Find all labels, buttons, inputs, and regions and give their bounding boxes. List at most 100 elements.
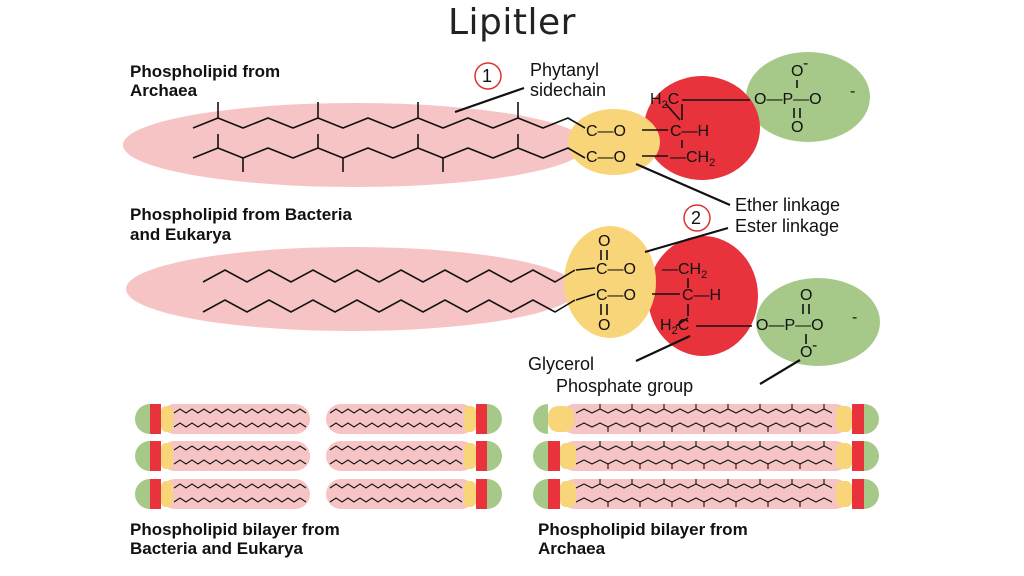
ester-pointer	[644, 226, 729, 254]
bilayer-head-left-linkage	[161, 443, 173, 469]
bilayer-head-right-linkage	[464, 481, 476, 507]
archaea-phosphate-group	[746, 52, 870, 142]
bacteria-phosphate-group	[756, 278, 880, 366]
archaea-tail-region	[123, 103, 587, 187]
bilayer-head-right-linkage	[464, 406, 476, 432]
bilayer-chain	[173, 483, 307, 489]
archaea-glycerol-h2c-top: H2C	[650, 91, 679, 111]
archaea-phospholipid-label-2: Archaea	[130, 81, 198, 100]
ether-pointer	[635, 162, 731, 207]
bacteria-fatty-acid-chain-1	[202, 269, 576, 283]
phytanyl-label-1: Phytanyl	[530, 60, 599, 80]
archaea-bilayer-row-3	[533, 479, 879, 509]
bilayer-head-right-phosphate	[487, 479, 502, 509]
bilayer-head-left-linkage	[161, 481, 173, 507]
bilayer-chain	[329, 459, 463, 465]
bilayer-tail-left	[160, 479, 310, 509]
archaea-glycerol-c-mid: C—H	[670, 123, 709, 140]
marker-1-circle	[474, 62, 502, 90]
bilayer-chain	[329, 497, 463, 503]
bilayer-bacteria-label-1: Phospholipid bilayer from	[130, 520, 340, 539]
bacteria-phosphate-o-p-o: O—P—O	[756, 317, 824, 334]
archaea-bilayer-branches	[599, 404, 825, 432]
archaea-methyl-branches-2	[217, 134, 519, 172]
bilayer-chain	[173, 497, 307, 503]
archaea-bilayer-tail	[560, 441, 850, 471]
archaea-phosphate-o-right-charge: -	[850, 83, 855, 100]
ester-linkage-label: Ester linkage	[735, 216, 839, 236]
bacteria-phosphate-o-bottom: O	[800, 344, 812, 361]
archaea-bilayer-branches	[599, 479, 825, 507]
archaea-bilayer-tail	[560, 479, 850, 509]
bacteria-phospholipid-label-1: Phospholipid from Bacteria	[130, 205, 353, 224]
glycerol-pointer	[635, 335, 691, 362]
bacteria-phospholipid-label-2: and Eukarya	[130, 225, 232, 244]
bilayer-head-left-phosphate	[135, 479, 150, 509]
bacteria-ester-c-o-top: C—O	[596, 261, 636, 278]
bilayer-chain	[329, 422, 463, 428]
archaea-bilayer-head-left-phosphate	[533, 404, 548, 434]
phytanyl-label-2: sidechain	[530, 80, 606, 100]
bilayer-tail-right	[326, 479, 476, 509]
bacteria-bilayer-row-2	[135, 441, 502, 471]
archaea-bilayer-row-2	[533, 441, 879, 471]
archaea-bilayer-head-left-linkage	[560, 481, 576, 507]
archaea-phosphate-o-bottom: O	[791, 119, 803, 136]
bilayer-head-right-linkage	[464, 443, 476, 469]
archaea-bilayer-row-1	[533, 404, 879, 434]
archaea-glycerol-ch2-bottom: —CH2	[670, 149, 715, 169]
archaea-phytanyl-chain-2	[192, 147, 586, 159]
bilayer-archaea-label-1: Phospholipid bilayer from	[538, 520, 748, 539]
archaea-bilayer-head-right-glycerol	[852, 479, 864, 509]
bilayer-tail-right	[326, 404, 476, 434]
bacteria-ester-linkage	[564, 226, 656, 338]
bacteria-bilayer-row-1	[135, 404, 502, 434]
bilayer-head-left-glycerol	[150, 404, 161, 434]
archaea-bilayer-head-left-linkage	[560, 443, 576, 469]
bilayer-tail-left	[160, 404, 310, 434]
bilayer-head-right-glycerol	[476, 404, 487, 434]
bacteria-ester-chain-link-top	[575, 267, 596, 271]
bilayer-chain	[173, 408, 307, 414]
slide-title: Lipitler	[448, 2, 576, 43]
phosphate-group-label: Phosphate group	[556, 376, 693, 396]
bilayer-head-right-glycerol	[476, 479, 487, 509]
archaea-bilayer-head-right-linkage	[836, 481, 852, 507]
archaea-bilayer-head-right-glycerol	[852, 441, 864, 471]
bilayer-head-right-phosphate	[487, 404, 502, 434]
bacteria-ester-c-o-bottom: C—O	[596, 287, 636, 304]
bacteria-fatty-acid-chain-2	[202, 299, 576, 313]
bacteria-glycerol-c-h: C—H	[682, 287, 721, 304]
bilayer-bacteria-label-2: Bacteria and Eukarya	[130, 539, 303, 558]
archaea-bilayer-head-right-linkage	[836, 406, 852, 432]
bilayer-head-right-glycerol	[476, 441, 487, 471]
bilayer-chain	[173, 422, 307, 428]
bilayer-head-left-linkage	[161, 406, 173, 432]
bilayer-chain	[173, 445, 307, 451]
bilayer-archaea-label-2: Archaea	[538, 539, 606, 558]
archaea-phytanyl-chain-1	[192, 117, 586, 129]
archaea-bilayer-head-right-glycerol	[852, 404, 864, 434]
bilayer-chain	[329, 445, 463, 451]
phosphate-pointer	[759, 359, 801, 385]
archaea-phosphate-charge-top: -	[803, 55, 808, 72]
archaea-phospholipid-label-1: Phospholipid from	[130, 62, 280, 81]
bilayer-tail-left	[160, 441, 310, 471]
bacteria-bilayer-row-3	[135, 479, 502, 509]
bilayer-head-left-phosphate	[135, 404, 150, 434]
bacteria-ester-chain-link-bottom	[575, 293, 596, 301]
archaea-bilayer-head-right-phosphate	[864, 441, 879, 471]
archaea-phosphate-o-p-o: O—P—O	[754, 91, 822, 108]
archaea-bilayer-chain	[575, 483, 833, 489]
archaea-bilayer-tail	[560, 404, 850, 434]
archaea-bilayer-head-left-phosphate	[533, 479, 548, 509]
archaea-bilayer-head-right-linkage	[836, 443, 852, 469]
archaea-phosphate-o-top: O	[791, 63, 803, 80]
bacteria-glycerol-bond-3	[675, 317, 689, 327]
bacteria-bilayer	[135, 404, 502, 509]
bilayer-head-left-glycerol	[150, 479, 161, 509]
archaea-c-o-top: C—O	[586, 123, 626, 140]
bacteria-phosphate-o-top: O	[800, 287, 812, 304]
bilayer-head-left-phosphate	[135, 441, 150, 471]
archaea-bilayer-head-left-glycerol	[548, 441, 560, 471]
